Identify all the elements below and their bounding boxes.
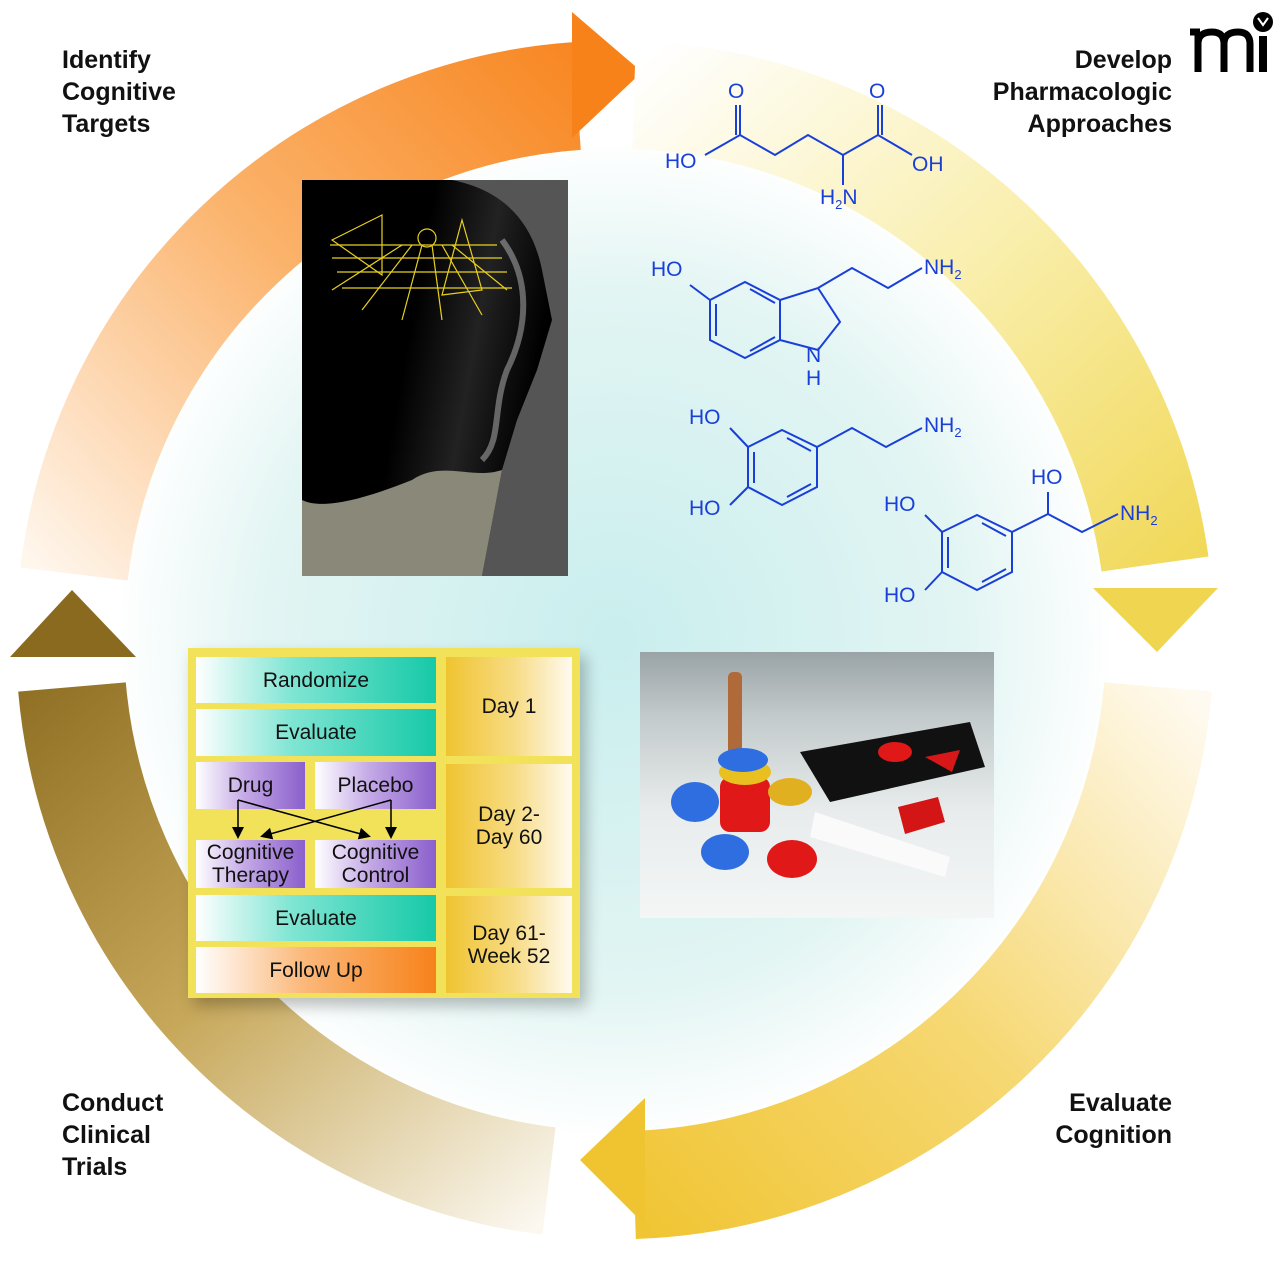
- atom-label: NH2: [924, 256, 962, 282]
- line: Cognitive: [331, 841, 420, 864]
- atom-label: O: [869, 80, 886, 103]
- step-evaluate-baseline: Evaluate: [196, 709, 436, 756]
- atom-label: NH2: [1120, 502, 1158, 528]
- line: Day 61-: [472, 921, 546, 945]
- atom-n: N: [842, 186, 858, 209]
- mi-logo: [1190, 12, 1273, 72]
- atom-h: H: [820, 186, 836, 209]
- atom-label: HO: [689, 406, 721, 429]
- atom-label: H: [806, 367, 822, 390]
- arrow-identify: [20, 12, 642, 581]
- subscript: 2: [954, 267, 962, 283]
- label-identify-targets: Identify Cognitive Targets: [62, 44, 176, 140]
- period-day-1: Day 1: [446, 657, 572, 756]
- atom-label: HO: [1031, 466, 1063, 489]
- atom-nh: NH: [924, 256, 955, 279]
- line: Control: [341, 864, 410, 887]
- line: Therapy: [211, 864, 290, 887]
- label-line: Cognition: [1055, 1121, 1172, 1149]
- atom-label: HO: [689, 497, 721, 520]
- subscript: 2: [835, 197, 843, 213]
- label-evaluate-cognition: Evaluate Cognition: [1055, 1087, 1172, 1151]
- brain-face-image: [302, 180, 568, 576]
- face-illustration: [302, 180, 568, 576]
- arrow-evaluate: [580, 682, 1212, 1239]
- atom-label: O: [728, 80, 745, 103]
- label-line: Trials: [62, 1153, 128, 1181]
- atom-label: HO: [651, 258, 683, 281]
- label-develop-approaches: Develop Pharmacologic Approaches: [993, 44, 1172, 140]
- label-line: Identify: [62, 46, 151, 74]
- period-day-61-week-52: Day 61-Week 52: [446, 896, 572, 993]
- atom-label: OH: [912, 153, 944, 176]
- subscript: 2: [1150, 513, 1158, 529]
- label-line: Approaches: [1027, 110, 1172, 138]
- arrow-conduct: [10, 590, 556, 1235]
- clinical-trial-flowchart: Randomize Evaluate Drug Placebo Cognitiv…: [188, 648, 580, 998]
- subscript: 2: [954, 425, 962, 441]
- label-conduct-trials: Conduct Clinical Trials: [62, 1087, 163, 1183]
- cognitive-test-toys-photo: [640, 652, 994, 918]
- line: Day 2-: [478, 803, 540, 826]
- line: Week 52: [467, 944, 551, 968]
- atom-label: N: [806, 344, 822, 367]
- label-line: Develop: [1074, 46, 1172, 74]
- atom-label: HO: [884, 584, 916, 607]
- line: Cognitive: [206, 841, 295, 864]
- crossover-arrows: [232, 799, 397, 840]
- step-evaluate-outcome: Evaluate: [196, 895, 436, 941]
- atom-label: NH2: [924, 414, 962, 440]
- step-randomize: Randomize: [196, 657, 436, 703]
- toys-illustration: [671, 672, 985, 878]
- label-line: Evaluate: [1069, 1089, 1172, 1117]
- label-line: Cognitive: [62, 78, 176, 106]
- atom-label: H2N: [820, 186, 858, 212]
- step-follow-up: Follow Up: [196, 947, 436, 993]
- atom-label: HO: [665, 150, 697, 173]
- label-line: Conduct: [62, 1089, 164, 1117]
- label-line: Targets: [62, 110, 151, 138]
- step-drug: Drug: [196, 762, 305, 809]
- atom-label: HO: [884, 493, 916, 516]
- label-line: Clinical: [62, 1121, 151, 1149]
- line: Day 60: [475, 826, 543, 849]
- atom-nh: NH: [924, 414, 955, 437]
- label-line: Pharmacologic: [992, 78, 1172, 106]
- period-day-2-60: Day 2-Day 60: [446, 764, 572, 888]
- atom-nh: NH: [1120, 502, 1151, 525]
- step-placebo: Placebo: [315, 762, 436, 809]
